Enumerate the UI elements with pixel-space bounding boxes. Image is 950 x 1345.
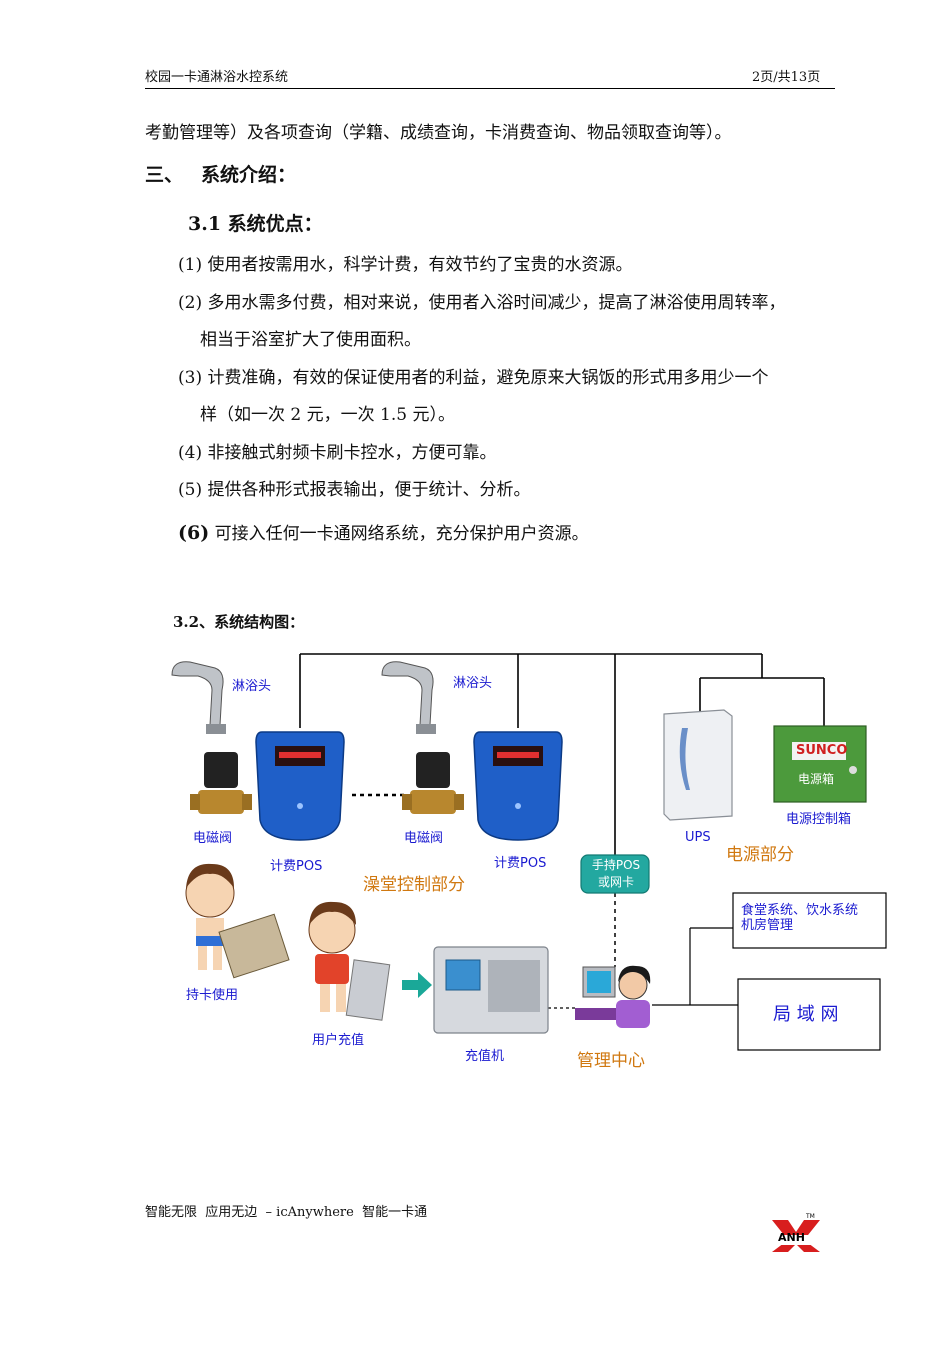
power-control-box-icon <box>773 725 867 803</box>
handheld-pos-box <box>580 854 650 894</box>
header-page-info: 2页/共13页 <box>752 70 821 85</box>
valve-label-1: 电磁阀 <box>193 831 233 846</box>
shower-head-icon <box>381 661 436 734</box>
child-card-user-icon <box>185 863 290 979</box>
solenoid-valve-icon <box>402 752 464 814</box>
section-number: 三、 <box>145 164 184 186</box>
sunco-sub-label: 电源箱 <box>798 772 835 786</box>
shower-head-label-1: 淋浴头 <box>232 679 272 694</box>
management-center-label: 管理中心 <box>577 1051 645 1071</box>
subsection-3-1-title: 3.1 系统优点： <box>188 213 323 235</box>
intro-paragraph: 考勤管理等）及各项查询（学籍、成绩查询，卡消费查询、物品领取查询等）。 <box>145 123 732 143</box>
user-recharge-label: 用户充值 <box>312 1033 365 1048</box>
pos-label-2: 计费POS <box>494 856 547 871</box>
recharge-machine-icon <box>433 946 549 1034</box>
subsection-3-2-title: 3.2、系统结构图： <box>173 613 305 631</box>
list-item-2-cont: 相当于浴室扩大了使用面积。 <box>200 330 421 350</box>
canteen-system-box <box>732 892 887 949</box>
section-title: 系统介绍： <box>201 164 297 186</box>
management-center-icon <box>575 965 651 1028</box>
power-box-label: 电源控制箱 <box>786 812 852 827</box>
logo-text: ANH <box>778 1231 805 1244</box>
list-item-5: (5) 提供各种形式报表输出，便于统计、分析。 <box>178 480 531 500</box>
anh-logo-icon <box>772 1220 820 1252</box>
billing-pos-icon <box>255 731 345 841</box>
solenoid-valve-icon <box>190 752 252 814</box>
list-item-6-number: (6) <box>178 522 210 544</box>
sunco-label: SUNCO <box>796 743 848 758</box>
pos-label-1: 计费POS <box>270 859 323 874</box>
recharger-label: 充值机 <box>465 1049 505 1064</box>
canteen-system-label: 食堂系统、饮水系统 机房管理 <box>741 903 859 933</box>
lan-box <box>737 978 881 1051</box>
list-item-6: (6) 可接入任何一卡通网络系统，充分保护用户资源。 <box>178 521 589 546</box>
valve-label-2: 电磁阀 <box>404 831 444 846</box>
ups-label: UPS <box>685 830 711 845</box>
lan-label: 局 域 网 <box>773 1004 839 1025</box>
wiring-lines <box>299 653 825 855</box>
handheld-pos-label: 手持POS 或网卡 <box>591 858 641 889</box>
list-item-3-cont: 样（如一次 2 元，一次 1.5 元）。 <box>200 405 455 425</box>
shower-head-icon <box>171 661 226 734</box>
list-item-2: (2) 多用水需多付费，相对来说，使用者入浴时间减少，提高了淋浴使用周转率， <box>178 293 786 313</box>
arrow-right-icon <box>402 972 432 998</box>
list-item-4: (4) 非接触式射频卡刷卡控水，方便可靠。 <box>178 443 497 463</box>
list-item-6-text: 可接入任何一卡通网络系统，充分保护用户资源。 <box>214 524 589 544</box>
card-use-label: 持卡使用 <box>186 988 239 1003</box>
logo-trademark: TM <box>806 1213 815 1220</box>
ups-icon <box>663 709 733 821</box>
power-part-label: 电源部分 <box>726 845 794 865</box>
billing-pos-icon <box>473 731 563 841</box>
shower-head-label-2: 淋浴头 <box>453 676 493 691</box>
header-title: 校园一卡通淋浴水控系统 <box>145 70 289 85</box>
footer-slogan: 智能无限 应用无边 – icAnywhere 智能一卡通 <box>145 1205 428 1220</box>
list-item-1: (1) 使用者按需用水，科学计费，有效节约了宝贵的水资源。 <box>178 255 633 275</box>
bath-control-label: 澡堂控制部分 <box>363 875 465 895</box>
header-rule <box>145 88 835 89</box>
network-lines <box>652 927 738 1006</box>
list-item-3: (3) 计费准确，有效的保证使用者的利益，避免原来大锅饭的形式用多用少一个 <box>178 368 769 388</box>
child-recharge-user-icon <box>308 901 391 1021</box>
